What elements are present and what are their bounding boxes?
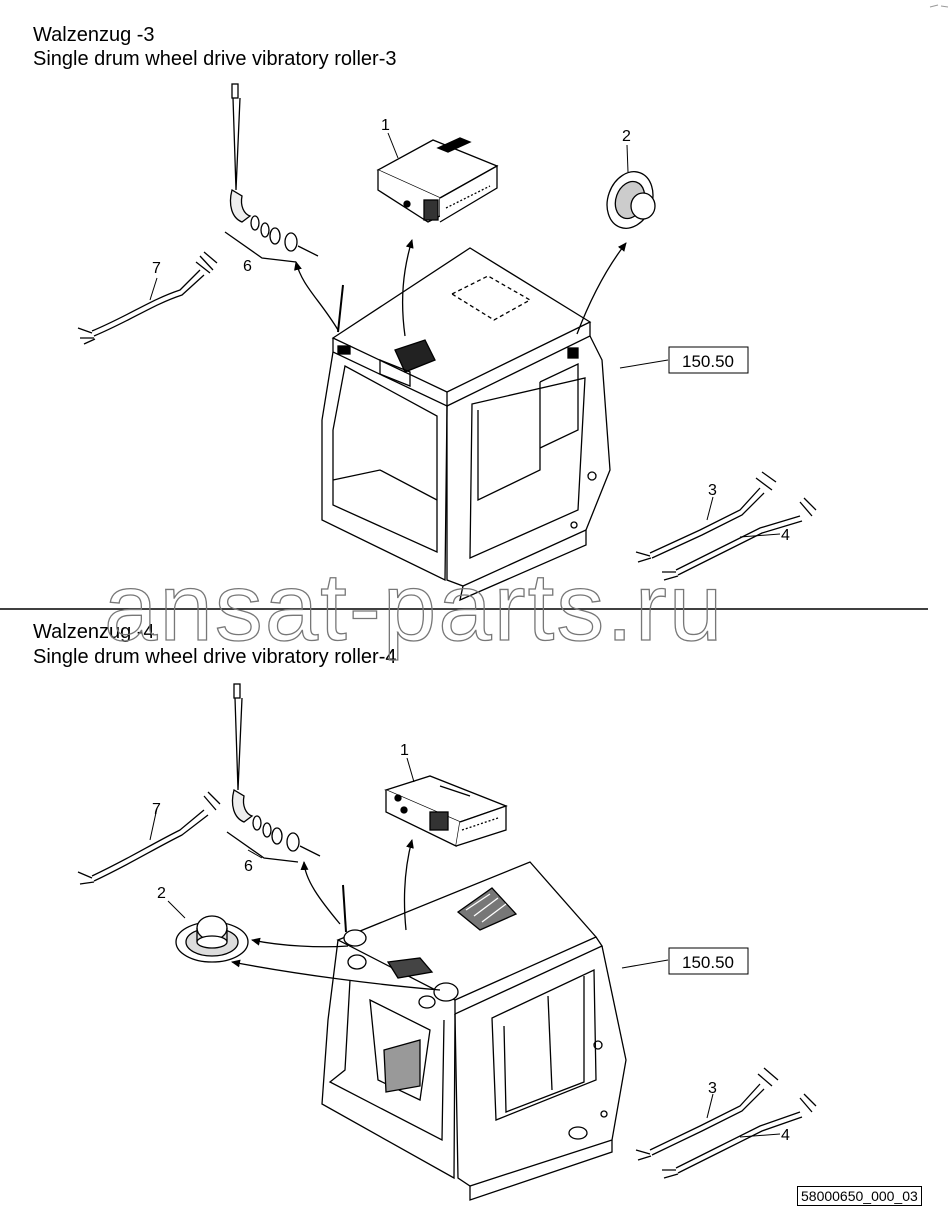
speaker-bottom bbox=[175, 915, 249, 963]
antenna-bottom bbox=[226, 683, 321, 863]
callout-top-2: 2 bbox=[622, 128, 631, 145]
callout-bottom-1: 1 bbox=[400, 742, 409, 759]
speaker-top bbox=[606, 171, 656, 229]
callout-top-1: 1 bbox=[381, 117, 390, 134]
callout-top-3: 3 bbox=[708, 482, 717, 499]
cables-top bbox=[77, 251, 817, 581]
arrows-bottom bbox=[231, 839, 441, 991]
radio-top bbox=[376, 137, 499, 223]
arrows-top bbox=[294, 239, 627, 337]
cab-top bbox=[321, 247, 611, 602]
radio-bottom bbox=[384, 775, 508, 847]
cables-bottom bbox=[77, 791, 817, 1179]
drawing-code: 58000650_000_03 bbox=[797, 1186, 922, 1206]
callout-top-6: 6 bbox=[243, 258, 252, 275]
callout-bottom-6: 6 bbox=[244, 858, 253, 875]
callout-top-4: 4 bbox=[781, 527, 790, 544]
callout-leaders-top bbox=[149, 132, 781, 538]
reference-box-bottom bbox=[668, 947, 749, 975]
callout-bottom-3: 3 bbox=[708, 1080, 717, 1097]
callout-leaders-bottom bbox=[149, 757, 781, 1138]
section-2-title-en: Single drum wheel drive vibratory roller… bbox=[33, 646, 397, 668]
reference-bottom: 150.50 bbox=[682, 953, 734, 972]
callout-bottom-7: 7 bbox=[152, 801, 161, 818]
section-2-title-de: Walzenzug -4 bbox=[33, 621, 155, 643]
reference-top: 150.50 bbox=[682, 352, 734, 371]
reference-box-top bbox=[668, 346, 749, 374]
cab-bottom bbox=[321, 861, 627, 1201]
section-1-title-en: Single drum wheel drive vibratory roller… bbox=[33, 48, 397, 70]
corner-mark bbox=[929, 4, 949, 8]
antenna-top bbox=[224, 83, 319, 263]
callout-bottom-4: 4 bbox=[781, 1127, 790, 1144]
section-1-title-de: Walzenzug -3 bbox=[33, 24, 155, 46]
callout-top-7: 7 bbox=[152, 260, 161, 277]
callout-bottom-2: 2 bbox=[157, 885, 166, 902]
watermark: ansat-parts.ru bbox=[104, 554, 724, 661]
